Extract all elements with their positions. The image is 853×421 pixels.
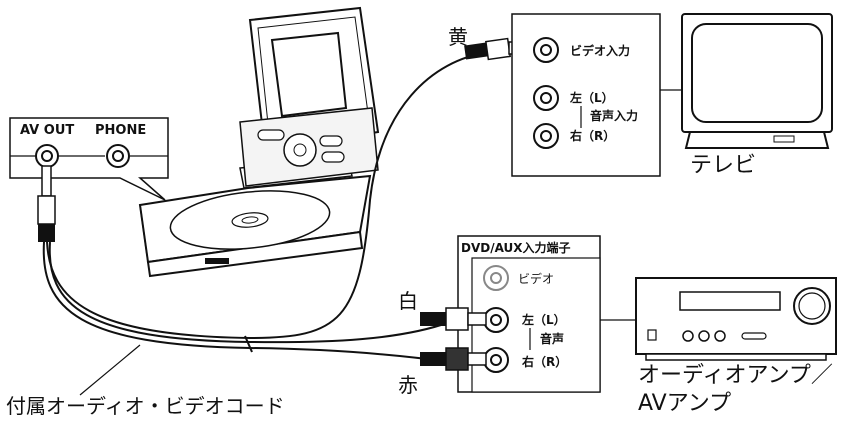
tv-label: テレビ — [690, 153, 756, 178]
tv-video-in-label: ビデオ入力 — [570, 43, 630, 58]
amp-label-line1: オーディオアンプ／ — [638, 363, 833, 388]
amp-panel-title: DVD/AUX入力端子 — [461, 240, 571, 255]
tv-audio-in-label: 音声入力 — [590, 108, 638, 123]
amp-left-label: 左（L） — [521, 312, 566, 327]
av-out-label: AV OUT — [20, 123, 74, 138]
player-jack-panel — [9, 117, 169, 201]
tv-jack-panel — [511, 13, 661, 177]
amp-video-label: ビデオ — [518, 271, 554, 286]
amp-right-label: 右（R） — [521, 354, 567, 369]
tv-right-label: 右（R） — [569, 128, 615, 143]
cable-leader-line — [79, 344, 141, 396]
av-cable — [37, 51, 491, 396]
phone-label: PHONE — [95, 123, 146, 138]
cable-label: 付属オーディオ・ビデオコード — [6, 394, 285, 418]
portable-dvd-player — [138, 6, 380, 278]
amplifier — [600, 277, 837, 361]
amp-label-line2: AVアンプ — [638, 391, 731, 416]
white-audio-plug — [420, 307, 487, 331]
white-label: 白 — [398, 289, 418, 313]
television — [660, 13, 833, 149]
tv-left-label: 左（L） — [569, 90, 614, 105]
red-audio-plug — [420, 347, 487, 371]
yellow-label: 黄 — [448, 25, 468, 49]
red-label: 赤 — [398, 373, 418, 397]
amp-audio-label: 音声 — [540, 331, 564, 346]
amp-jack-panel — [457, 235, 601, 393]
